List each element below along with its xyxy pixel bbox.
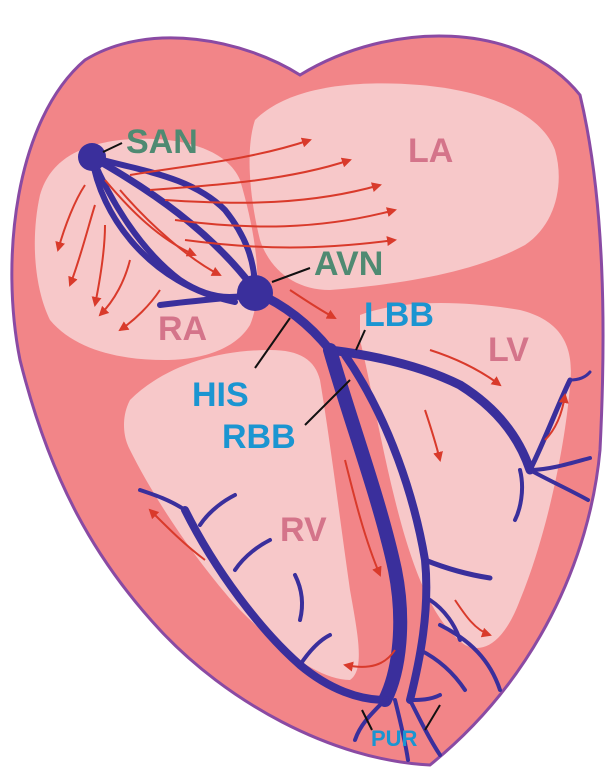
atrioventricular-node: [237, 275, 273, 311]
sinoatrial-node: [78, 143, 106, 171]
label-avn: AVN: [314, 245, 383, 283]
label-san: SAN: [126, 123, 198, 161]
label-rbb: RBB: [222, 418, 296, 456]
label-rv: RV: [280, 511, 327, 549]
label-his: HIS: [192, 376, 249, 414]
label-la: LA: [408, 132, 453, 170]
label-lbb: LBB: [364, 296, 434, 334]
label-lv: LV: [488, 331, 529, 369]
label-pur: PUR: [371, 726, 418, 751]
label-ra: RA: [158, 310, 207, 348]
